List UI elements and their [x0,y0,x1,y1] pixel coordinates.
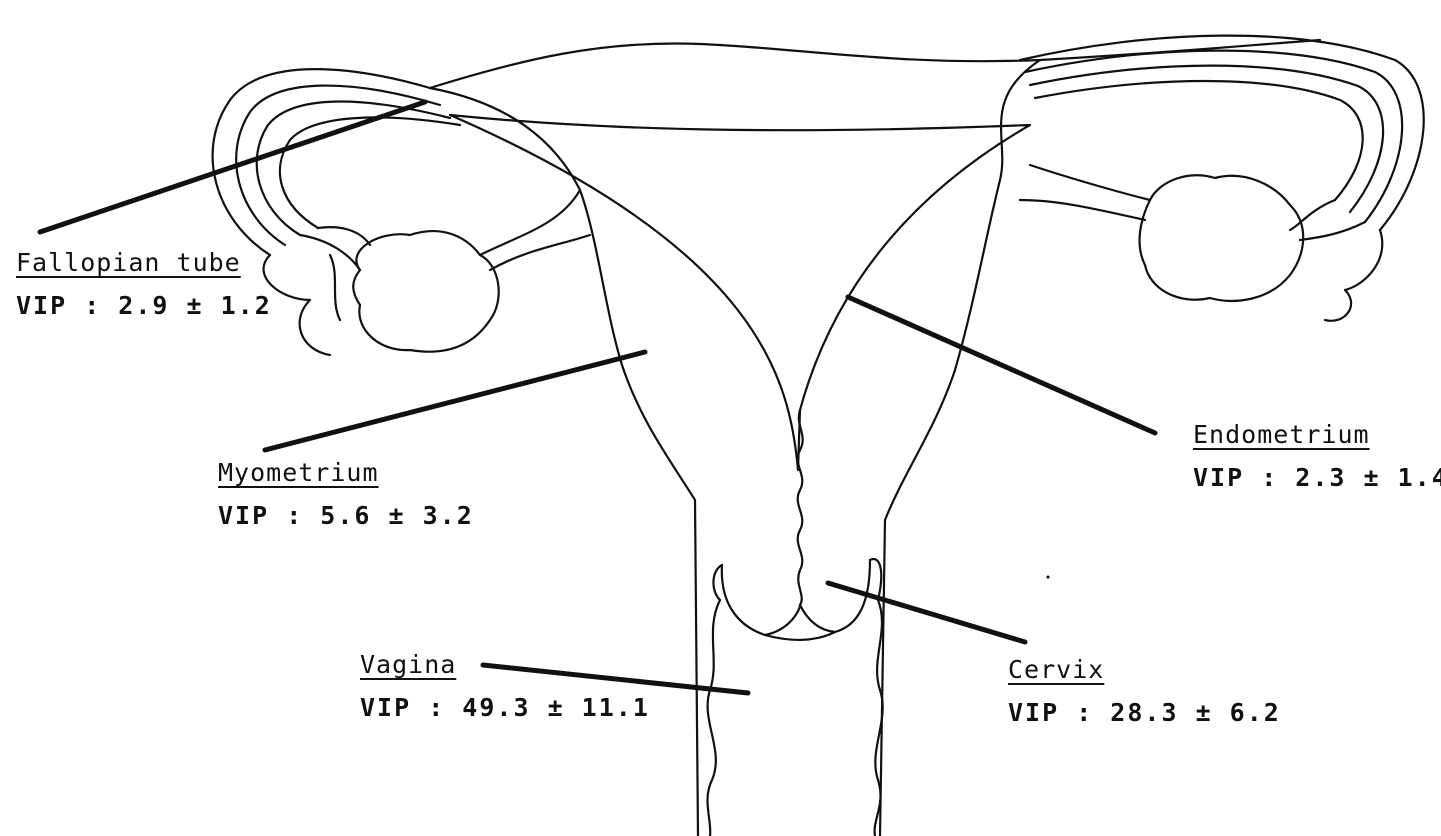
cervix-outline [722,560,870,635]
pointer-endometrium [848,297,1155,433]
label-endometrium-name: Endometrium [1193,420,1370,449]
pointer-fallopian [40,102,425,232]
endometrial-cavity [450,115,1030,470]
cervix-base [765,632,835,640]
pointer-cervix [828,583,1025,642]
label-fallopian-tube-name: Fallopian tube [16,248,241,277]
label-fallopian-tube: Fallopian tube VIP : 2.9 ± 1.2 [16,248,272,320]
pointer-myometrium [265,352,645,450]
ligament-right [1020,165,1150,220]
label-cervix: Cervix VIP : 28.3 ± 6.2 [1008,655,1281,727]
label-cervix-value: VIP : 28.3 ± 6.2 [1008,698,1281,727]
vaginal-wall-left [707,565,722,836]
fallopian-tube-left-inner [280,117,460,228]
label-myometrium: Myometrium VIP : 5.6 ± 3.2 [218,458,474,530]
label-vagina-value: VIP : 49.3 ± 11.1 [360,693,650,722]
stray-dot [1047,576,1050,579]
label-fallopian-tube-value: VIP : 2.9 ± 1.2 [16,291,272,320]
ovary-right [1140,175,1304,301]
label-myometrium-name: Myometrium [218,458,379,487]
ligament-left [480,190,590,270]
label-endometrium-value: VIP : 2.3 ± 1.4 [1193,463,1441,492]
fallopian-tube-left-mid2 [257,102,450,235]
label-cervix-name: Cervix [1008,655,1104,684]
label-myometrium-value: VIP : 5.6 ± 3.2 [218,501,474,530]
label-vagina-name: Vagina [360,650,456,679]
fallopian-tube-right-mid2 [1030,66,1383,212]
label-endometrium: Endometrium VIP : 2.3 ± 1.4 [1193,420,1441,492]
ovary-left [353,231,498,352]
label-vagina: Vagina VIP : 49.3 ± 11.1 [360,650,650,722]
